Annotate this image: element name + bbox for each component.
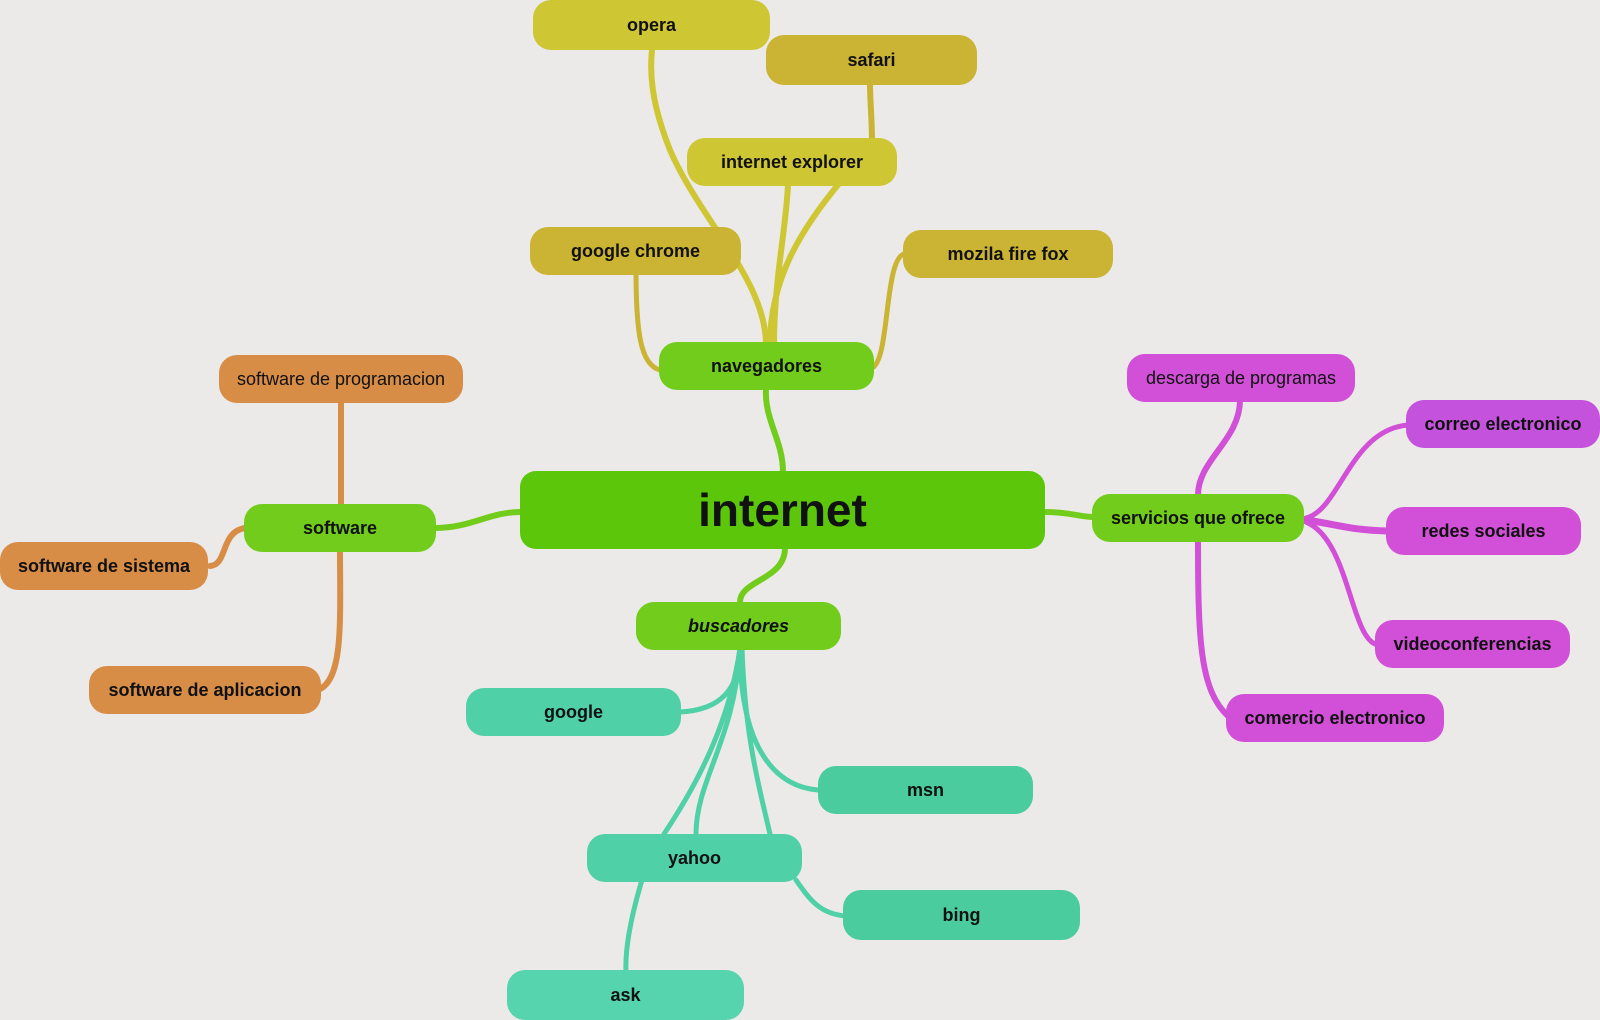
leaf-node-ask[interactable]: ask [507,970,744,1020]
leaf-node-comercio-electronico[interactable]: comercio electronico [1226,694,1444,742]
branch-node-servicios[interactable]: servicios que ofrece [1092,494,1304,542]
branch-node-navegadores[interactable]: navegadores [659,342,874,390]
leaf-node-msn[interactable]: msn [818,766,1033,814]
leaf-node-opera[interactable]: opera [533,0,770,50]
leaf-node-videoconferencias[interactable]: videoconferencias [1375,620,1570,668]
leaf-node-redes-sociales[interactable]: redes sociales [1386,507,1581,555]
leaf-node-software-de-sistema[interactable]: software de sistema [0,542,208,590]
leaf-node-safari[interactable]: safari [766,35,977,85]
leaf-node-descarga-de-programas[interactable]: descarga de programas [1127,354,1355,402]
leaf-node-software-de-aplicacion[interactable]: software de aplicacion [89,666,321,714]
leaf-node-yahoo[interactable]: yahoo [587,834,802,882]
leaf-node-internet-explorer[interactable]: internet explorer [687,138,897,186]
branch-node-buscadores[interactable]: buscadores [636,602,841,650]
leaf-node-google-chrome[interactable]: google chrome [530,227,741,275]
root-node-internet[interactable]: internet [520,471,1045,549]
leaf-node-correo-electronico[interactable]: correo electronico [1406,400,1600,448]
branch-node-software[interactable]: software [244,504,436,552]
leaf-node-mozila-fire-fox[interactable]: mozila fire fox [903,230,1113,278]
leaf-node-software-de-programacion[interactable]: software de programacion [219,355,463,403]
leaf-node-google[interactable]: google [466,688,681,736]
leaf-node-bing[interactable]: bing [843,890,1080,940]
